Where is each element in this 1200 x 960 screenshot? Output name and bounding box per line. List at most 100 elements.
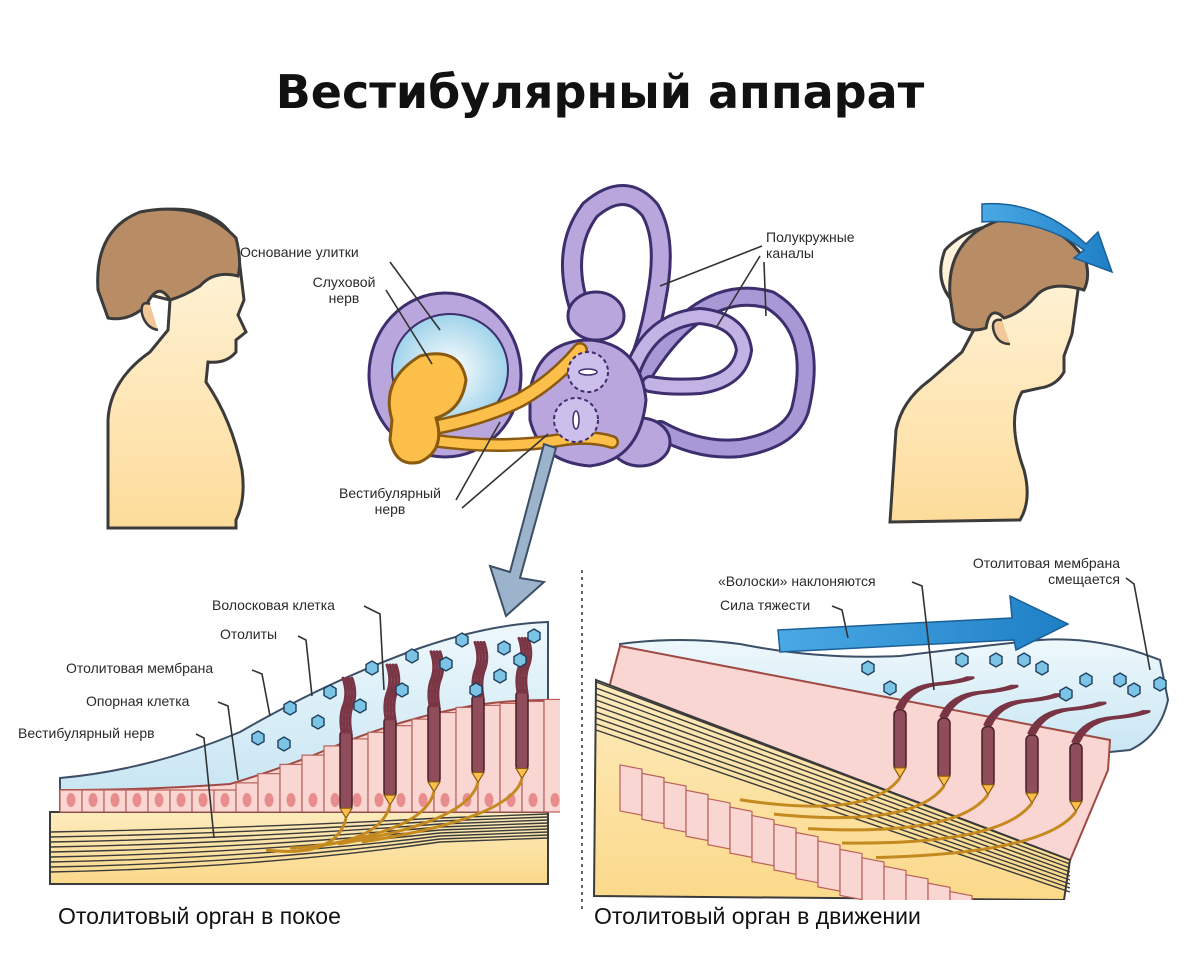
otolith-crystal bbox=[1079, 672, 1093, 688]
hair-bundle bbox=[339, 676, 348, 734]
nerve-fiber bbox=[49, 819, 549, 843]
otolith-crystal bbox=[469, 682, 483, 698]
hair-bundle bbox=[989, 693, 1063, 727]
support-cell bbox=[619, 764, 643, 816]
nerve-branch bbox=[773, 785, 946, 820]
hair-cell bbox=[383, 716, 397, 798]
otolith-crystal bbox=[439, 656, 453, 672]
nerve-fiber bbox=[595, 717, 1071, 885]
hair-cell bbox=[471, 693, 485, 776]
otolith-crystal bbox=[353, 698, 367, 714]
synapse bbox=[1068, 800, 1084, 813]
otolith-crystal bbox=[365, 660, 379, 676]
hair-cell bbox=[339, 729, 353, 811]
nerve-fiber bbox=[49, 831, 549, 863]
otoliths-motion bbox=[861, 652, 1167, 702]
nerve-fiber bbox=[595, 699, 1071, 873]
cell-nucleus bbox=[66, 793, 76, 807]
support-cell bbox=[707, 797, 731, 850]
support-cell bbox=[663, 781, 687, 833]
nerve-branch bbox=[361, 777, 524, 844]
otolith-organ-rest bbox=[49, 620, 560, 885]
nerve-fiber bbox=[49, 834, 549, 868]
label-vestibular-nerve-top-2: нерв bbox=[375, 501, 406, 517]
rest-labels: Волосковая клетка Отолиты Отолитовая мем… bbox=[18, 597, 385, 839]
hair-bundle bbox=[945, 684, 1019, 718]
cell-nucleus bbox=[308, 793, 318, 807]
nerve-fiber bbox=[595, 681, 1071, 861]
hair-bundle bbox=[901, 676, 975, 710]
cell-nucleus bbox=[264, 793, 274, 807]
hair-cell bbox=[1025, 734, 1039, 796]
synapse bbox=[892, 767, 908, 779]
otolith-crystal bbox=[1113, 672, 1127, 688]
gravity-arrow bbox=[777, 594, 1070, 653]
synapse bbox=[382, 794, 398, 807]
nerve-branch bbox=[739, 776, 902, 808]
hair-cell bbox=[515, 689, 529, 772]
hair-cell bbox=[1069, 742, 1083, 805]
cell-nucleus bbox=[220, 793, 230, 807]
support-cell bbox=[861, 857, 885, 900]
cell-nucleus bbox=[154, 793, 164, 807]
cell-nucleus bbox=[374, 793, 384, 807]
label-otolith-membrane: Отолитовая мембрана bbox=[66, 660, 213, 676]
otolith-crystal bbox=[989, 652, 1003, 668]
label-semicircular-1: Полукружные bbox=[766, 229, 855, 245]
support-cell bbox=[773, 823, 797, 875]
label-membrane-shift-1: Отолитовая мембрана bbox=[973, 555, 1120, 571]
otolith-crystal bbox=[513, 652, 527, 668]
hair-bundle bbox=[427, 650, 436, 708]
label-auditory-nerve-2: нерв bbox=[329, 290, 360, 306]
cell-nucleus bbox=[198, 793, 208, 807]
synapse bbox=[426, 781, 442, 793]
cell-nucleus bbox=[286, 793, 296, 807]
nerve-fiber bbox=[49, 828, 549, 858]
label-hairs-bend: «Волоски» наклоняются bbox=[718, 573, 876, 589]
otolith-crystal bbox=[1017, 652, 1031, 668]
person-upright bbox=[96, 207, 248, 530]
support-cell bbox=[751, 814, 775, 867]
cell-nucleus bbox=[242, 793, 252, 807]
support-cell bbox=[949, 890, 973, 900]
hair-bundle bbox=[521, 636, 530, 694]
otolith-crystal bbox=[323, 684, 337, 700]
otolith-crystal bbox=[455, 632, 469, 648]
otolith-crystal bbox=[1153, 676, 1167, 692]
cell-nucleus bbox=[110, 793, 120, 807]
hair-bundle bbox=[433, 650, 442, 708]
otolith-crystal bbox=[251, 730, 265, 746]
otolith-crystal bbox=[883, 680, 897, 696]
hair-cells-motion bbox=[892, 676, 1151, 813]
otolith-crystal bbox=[497, 640, 511, 656]
nerve-fiber bbox=[595, 729, 1071, 893]
nerve-branch bbox=[289, 804, 392, 850]
hair-cells-rest bbox=[338, 636, 533, 820]
hair-cell bbox=[937, 717, 951, 779]
otolith-crystal bbox=[395, 682, 409, 698]
support-cell bbox=[1082, 942, 1104, 960]
hair-cell bbox=[427, 703, 441, 785]
otolith-organ-motion bbox=[592, 594, 1170, 960]
support-cell bbox=[1016, 917, 1038, 960]
support-cell bbox=[795, 831, 819, 884]
cell-nucleus bbox=[132, 793, 142, 807]
cell-nucleus bbox=[440, 793, 450, 807]
support-cell bbox=[1060, 934, 1082, 960]
otolith-crystal bbox=[405, 648, 419, 664]
hair-cell bbox=[981, 725, 995, 788]
otolith-crystal bbox=[1127, 682, 1141, 698]
cell-nucleus bbox=[352, 793, 362, 807]
hair-bundle bbox=[345, 676, 354, 734]
synapse bbox=[514, 767, 530, 780]
synapse bbox=[936, 775, 952, 788]
support-cell bbox=[971, 899, 995, 900]
nerve-branch bbox=[807, 793, 990, 832]
otolith-crystal bbox=[861, 660, 875, 676]
label-otoliths: Отолиты bbox=[220, 626, 277, 642]
otolith-crystal bbox=[311, 714, 325, 730]
cell-nucleus bbox=[484, 793, 494, 807]
otolith-crystal bbox=[1059, 686, 1073, 702]
support-cells-motion bbox=[619, 764, 1104, 960]
